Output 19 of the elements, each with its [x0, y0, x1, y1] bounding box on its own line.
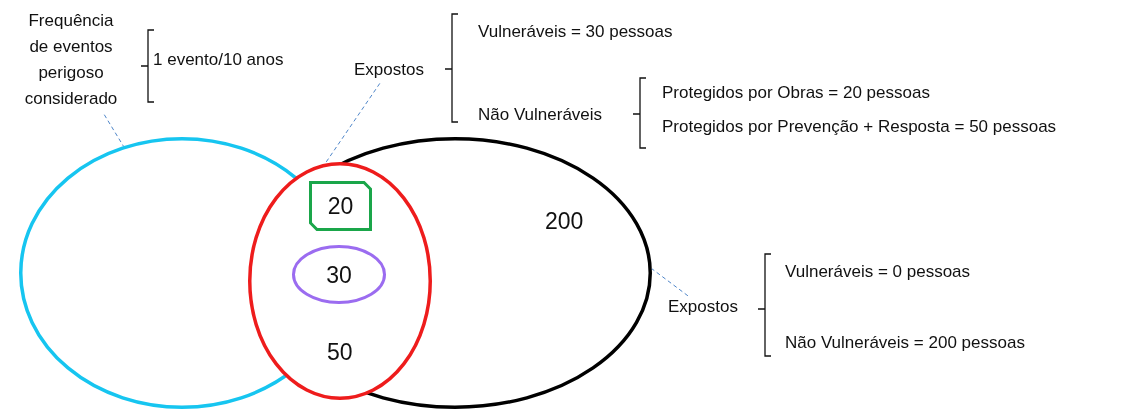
leader-line [103, 114, 124, 147]
text-label: Vulneráveis = 0 pessoas [785, 262, 971, 282]
text-label: Não Vulneráveis [478, 105, 603, 125]
text-label: Expostos [354, 60, 424, 80]
leader-line [324, 82, 381, 165]
number-label: 200 [545, 210, 584, 233]
value-box [309, 181, 372, 231]
number-label: 20 [326, 194, 355, 218]
text-label: Vulneráveis = 30 pessoas [478, 22, 673, 42]
text-label: Protegidos por Prevenção + Resposta = 50 pessoas [662, 117, 1057, 137]
number-label: 30 [325, 263, 353, 286]
text-label: Frequência de eventos perigoso considerado [18, 8, 124, 112]
text-label: Protegidos por Obras = 20 pessoas [662, 83, 930, 103]
text-label: 1 evento/10 anos [153, 50, 284, 70]
leader-line [651, 268, 689, 297]
number-label: 50 [327, 341, 353, 364]
text-label: Expostos [668, 297, 738, 317]
text-label: Não Vulneráveis = 200 pessoas [785, 333, 1025, 353]
value-ellipse [292, 245, 386, 304]
